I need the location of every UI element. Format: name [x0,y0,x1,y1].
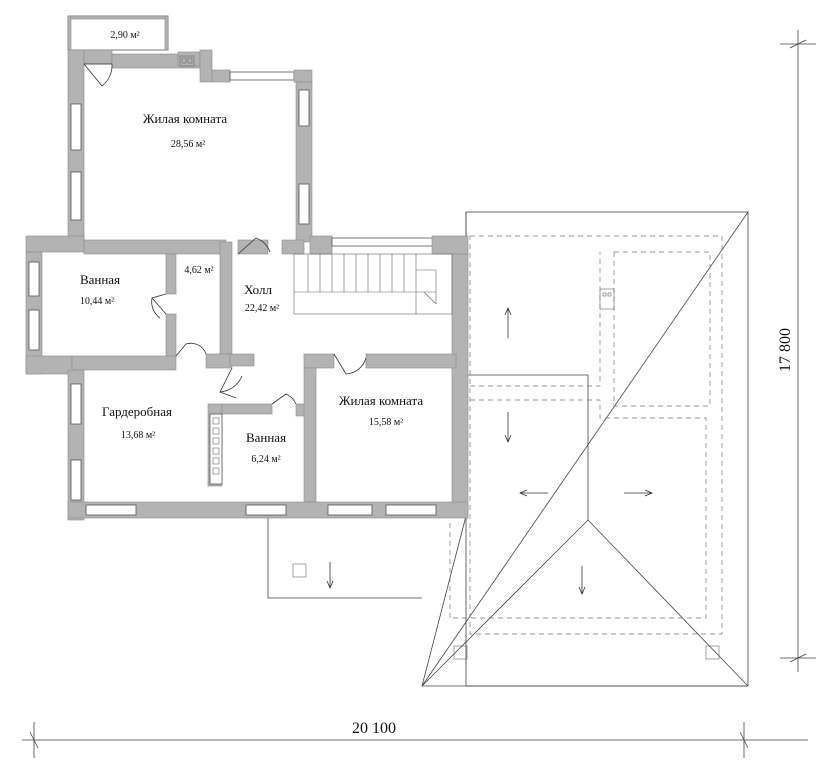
doors [83,63,367,405]
living-room-1-name: Жилая комната [143,111,227,126]
bathroom-1-name: Ванная [80,272,120,287]
room-labels: 2,90 м² Жилая комната 28,56 м² 4,62 м² В… [80,30,424,465]
hall-area: 22,42 м² [245,303,279,314]
balcony-area: 2,90 м² [110,30,139,41]
width-dimension: 20 100 [352,720,396,737]
bathroom-2-area: 6,24 м² [251,454,280,465]
corridor-area: 4,62 м² [184,265,213,276]
living-room-2-name: Жилая комната [339,393,423,408]
bathroom-2-name: Ванная [246,430,286,445]
hall-name: Холл [244,282,272,297]
living-room-2-area: 15,58 м² [369,417,403,428]
staircase [293,253,453,315]
bathroom-1-area: 10,44 м² [80,296,114,307]
wardrobe-area: 13,68 м² [121,430,155,441]
walls [25,15,469,521]
roof-plan [267,211,749,687]
wardrobe-name: Гардеробная [102,404,172,419]
dimensions: 20 100 17 800 [22,30,816,758]
living-room-1-area: 28,56 м² [171,139,205,150]
height-dimension: 17 800 [777,328,794,372]
